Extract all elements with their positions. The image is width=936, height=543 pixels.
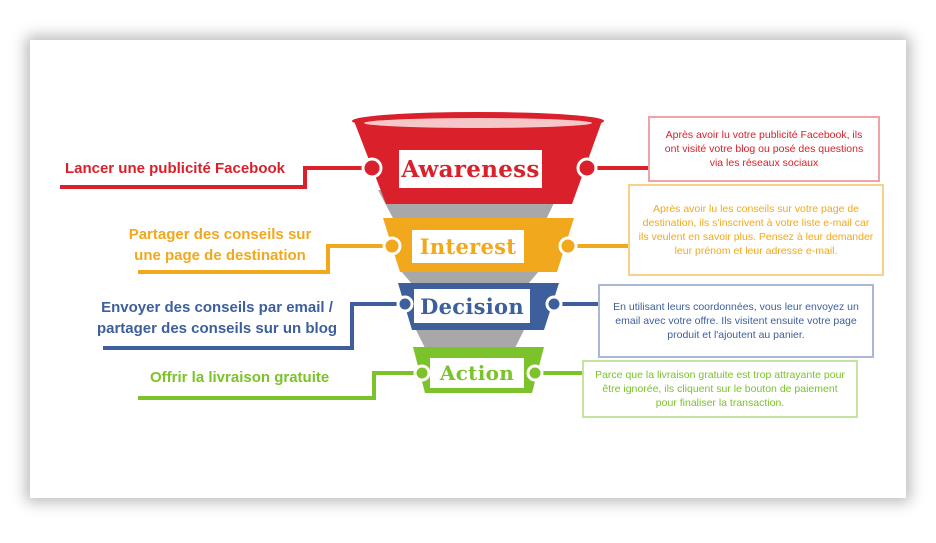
spiral-band [400, 270, 540, 284]
interest-right-dot [558, 236, 578, 256]
decision-left-label: Envoyer des conseils par email / partage… [96, 299, 338, 337]
awareness-right-dot [576, 157, 598, 179]
awareness-word: Awareness [401, 155, 540, 183]
interest-word: Interest [419, 234, 517, 259]
awareness-description: Après avoir lu votre publicité Facebook,… [648, 116, 880, 182]
interest-description: Après avoir lu les conseils sur votre pa… [628, 184, 884, 276]
awareness-plate [399, 150, 542, 188]
action-left-dot [413, 364, 431, 382]
action-left-label: Offrir la livraison gratuite [150, 369, 330, 386]
spiral-band [415, 328, 525, 348]
action-right-dot [526, 364, 544, 382]
interest-left-dot [382, 236, 402, 256]
decision-word: Decision [420, 293, 524, 319]
interest-left-connector [138, 244, 392, 274]
action-description: Parce que la livraison gratuite est trop… [582, 360, 858, 418]
awareness-left-dot [361, 157, 383, 179]
decision-plate [414, 289, 530, 323]
action-plate [430, 358, 524, 388]
decision-left-dot [396, 295, 414, 313]
action-word: Action [439, 361, 515, 385]
interest-left-label: Partager des conseils sur une page de de… [128, 226, 312, 264]
awareness-left-label: Lancer une publicité Facebook [64, 160, 285, 177]
decision-left-connector [103, 302, 405, 350]
awareness-left-connector [60, 166, 372, 189]
decision-right-dot [545, 295, 563, 313]
decision-description: En utilisant leurs coordonnées, vous leu… [598, 284, 874, 358]
interest-plate [412, 230, 524, 263]
action-left-connector [138, 371, 422, 400]
funnel-rim-opening [364, 118, 592, 128]
